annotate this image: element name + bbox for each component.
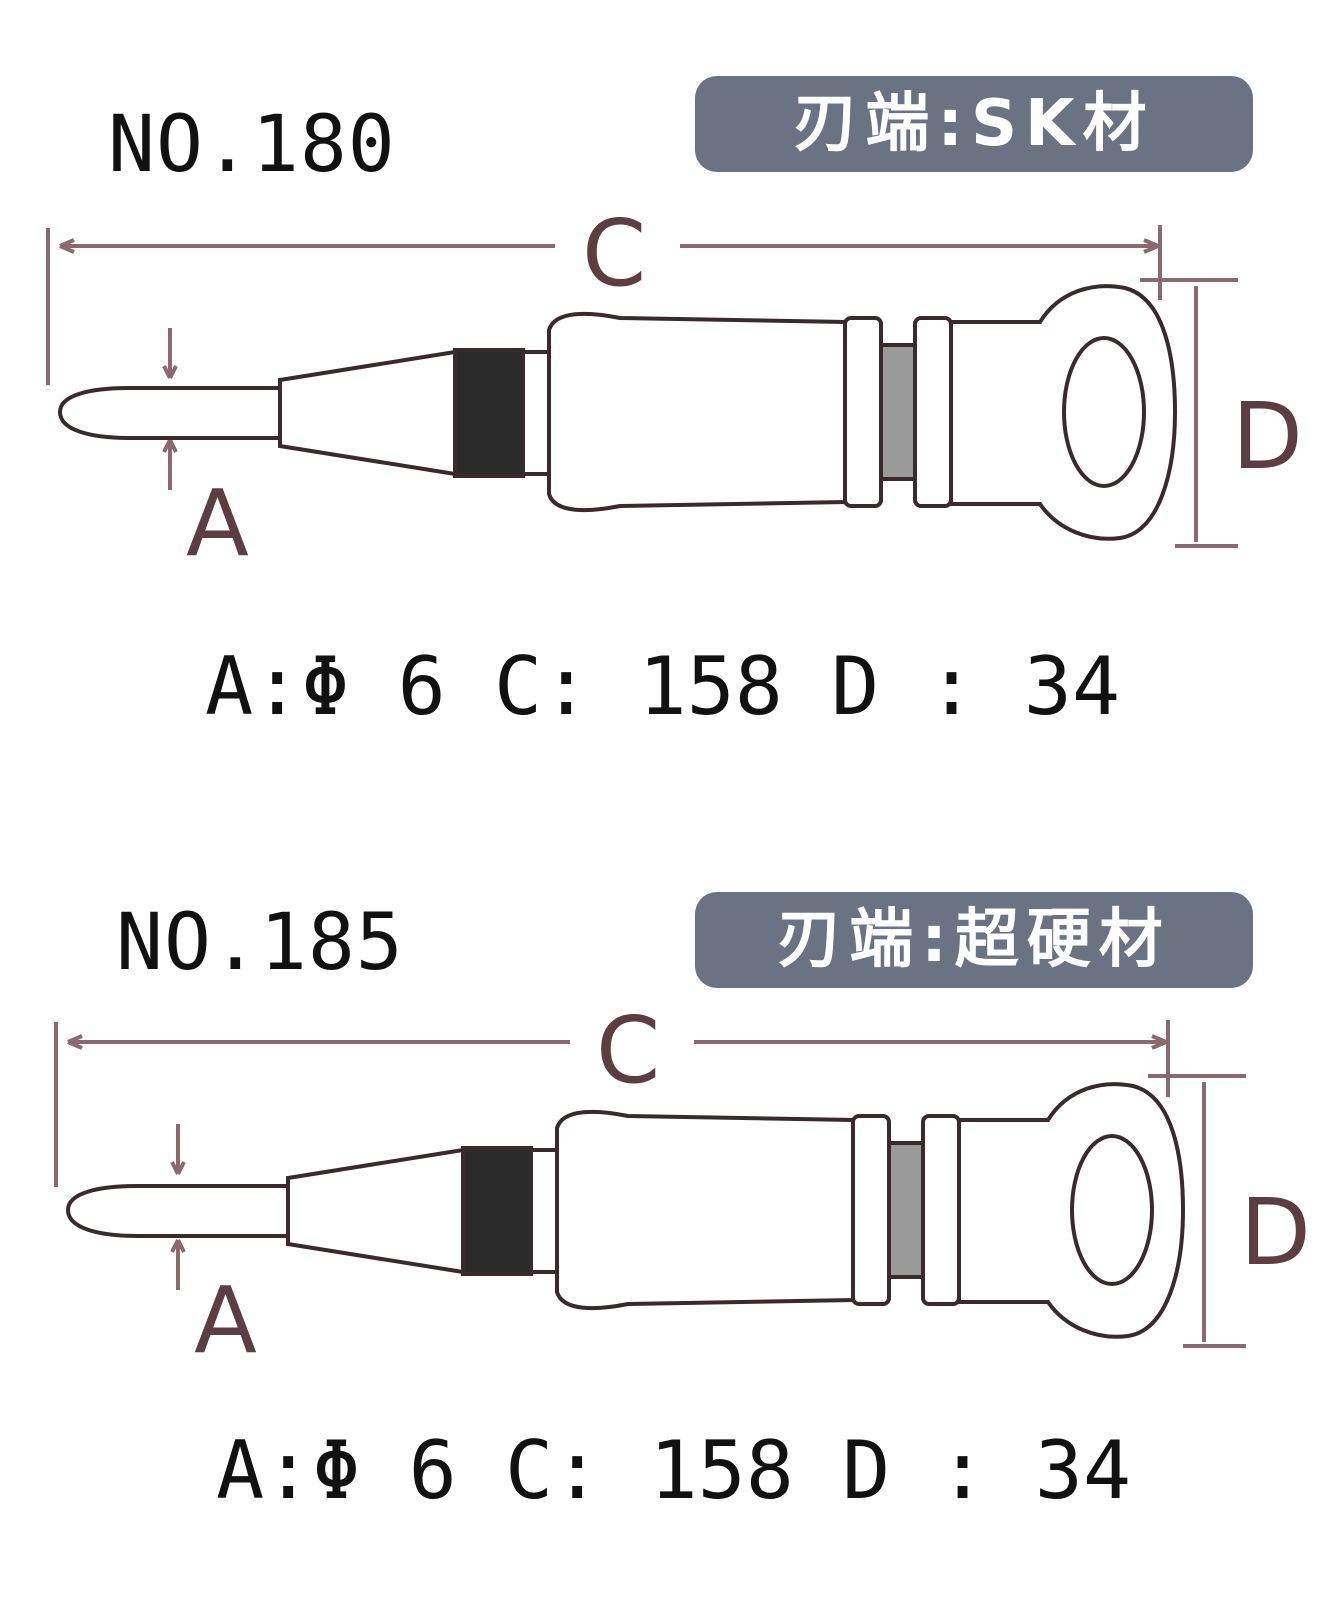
product-no180: NO.180 刃端:SK材 C D A [0, 0, 1338, 797]
end-hole [1062, 336, 1146, 488]
punch-cone [278, 349, 457, 477]
collar-ring [521, 350, 551, 476]
handle-grip [547, 311, 847, 513]
specifications: A:Φ 6 C: 158 D : 34 [205, 640, 1121, 733]
dimension-d [1148, 1056, 1246, 1348]
dimension-a [170, 1124, 186, 1290]
handle-neck [879, 343, 917, 481]
punch-drawing: C D A [46, 200, 1303, 577]
dimension-a-label: A [194, 1267, 257, 1374]
knurled-collar [453, 348, 525, 478]
punch-tip [65, 1184, 290, 1238]
punch-drawing: C D A [54, 997, 1311, 1374]
blade-material-badge: 刃端:超硬材 [695, 892, 1253, 988]
dimension-c-label: C [582, 200, 646, 307]
handle-band-2 [921, 1114, 961, 1306]
knurled-collar [461, 1146, 533, 1276]
dimension-d [1140, 260, 1238, 548]
handle-band-1 [851, 1114, 891, 1306]
dimension-d-label: D [1240, 1179, 1311, 1286]
product-no185: NO.185 刃端:超硬材 C D A [0, 812, 1338, 1609]
punch-cone [286, 1147, 465, 1275]
punch-body [57, 284, 1178, 541]
specifications: A:Φ 6 C: 158 D : 34 [216, 1424, 1132, 1517]
dimension-d-label: D [1232, 383, 1303, 490]
handle-grip [555, 1109, 855, 1311]
handle-band-2 [913, 316, 953, 508]
model-number: NO.185 [116, 898, 404, 988]
punch-tip [57, 386, 282, 440]
dimension-c-label: C [596, 997, 660, 1104]
dimension-a [162, 328, 178, 490]
punch-body [65, 1082, 1186, 1339]
dimension-a-label: A [186, 470, 249, 577]
handle-band-1 [843, 316, 883, 508]
end-hole [1070, 1134, 1154, 1286]
handle-neck [887, 1141, 925, 1279]
collar-ring [529, 1148, 559, 1274]
blade-material-badge: 刃端:SK材 [695, 76, 1253, 172]
model-number: NO.180 [108, 100, 396, 190]
